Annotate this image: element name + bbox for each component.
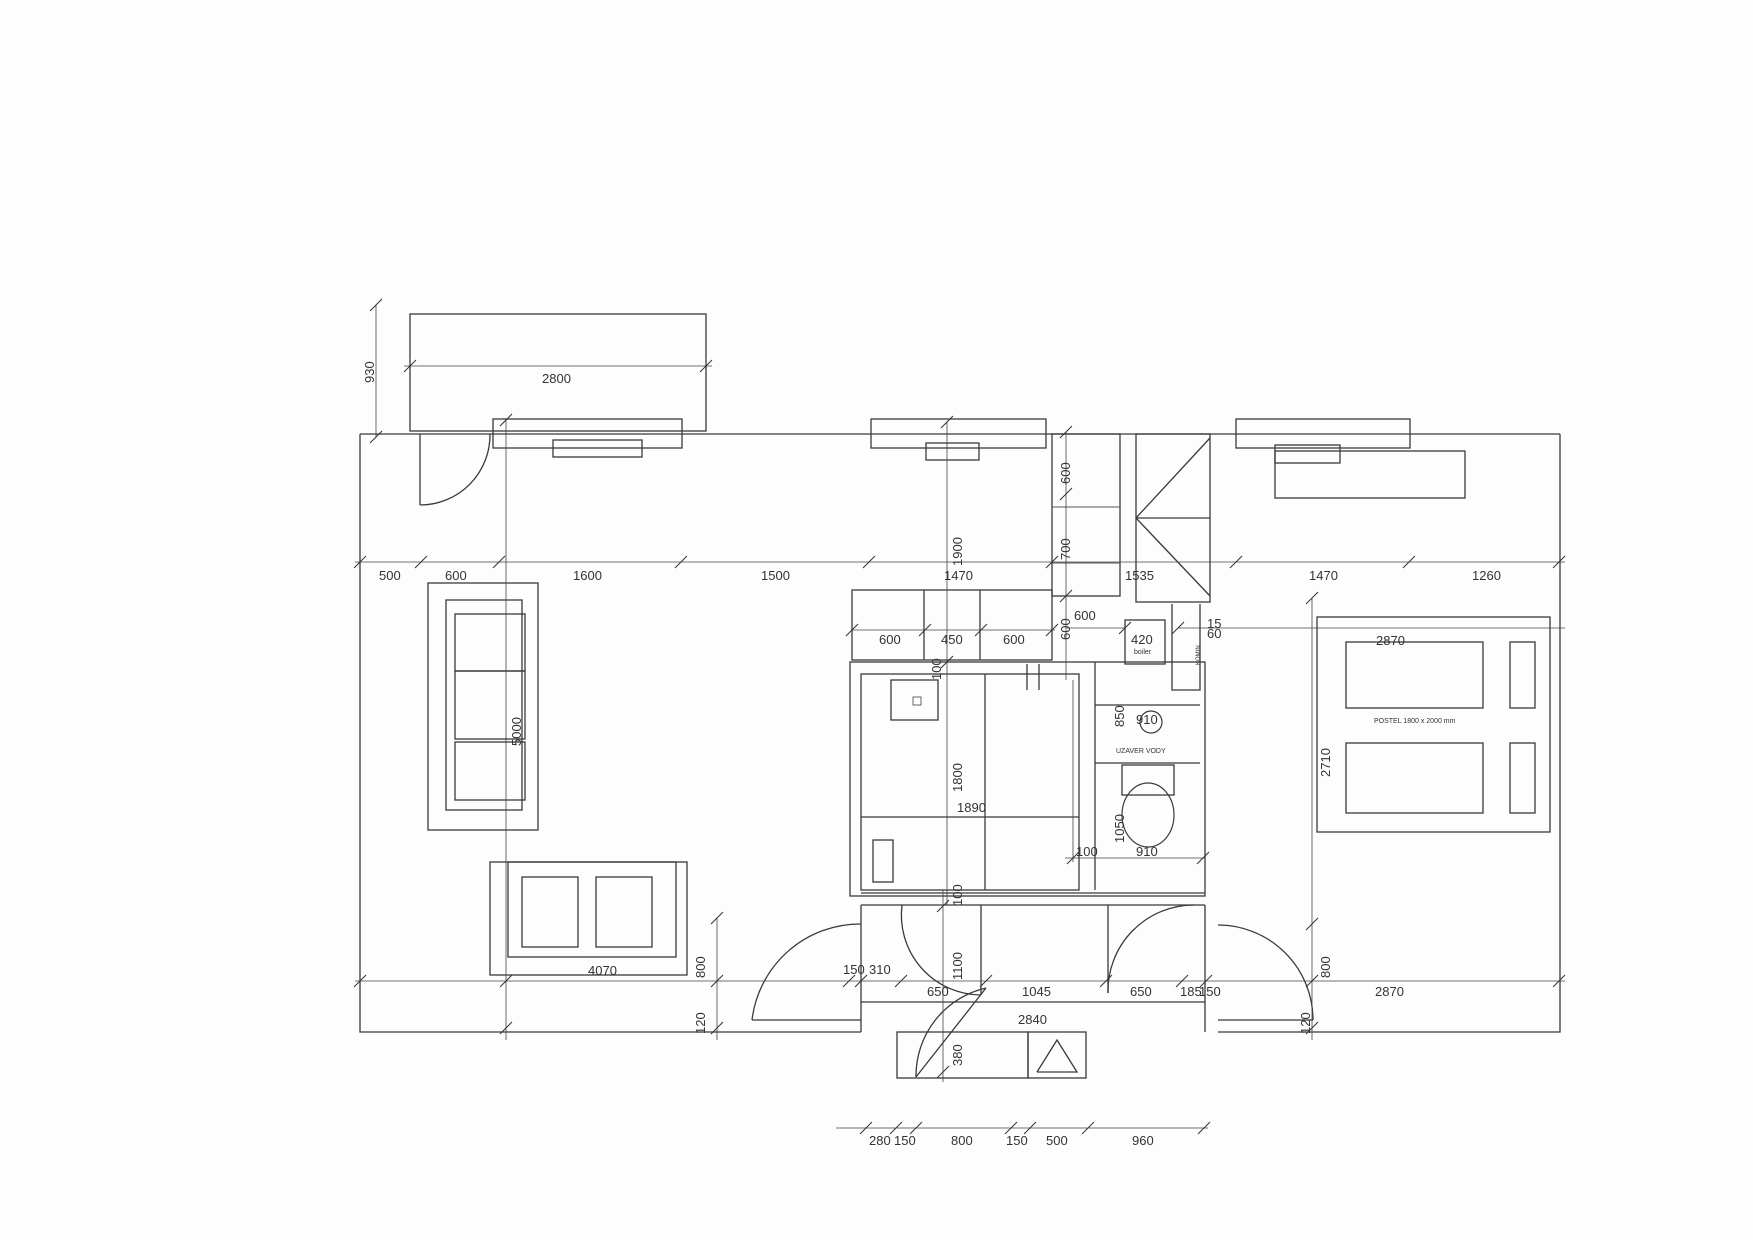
label-b960: 960 <box>1132 1133 1154 1148</box>
label-h2870b: 2870 <box>1375 984 1404 999</box>
label-h4070: 4070 <box>588 963 617 978</box>
label-v700: 700 <box>1058 538 1073 560</box>
balcony <box>369 298 713 444</box>
label-v5000: 5000 <box>509 717 524 746</box>
exterior-walls <box>359 433 1561 1033</box>
label-v380: 380 <box>950 1044 965 1066</box>
dimension-labels: 930 2800 500 600 1600 1500 1470 1535 147… <box>362 361 1501 1148</box>
label-v120a: 120 <box>693 1012 708 1034</box>
sofa-left <box>427 582 539 831</box>
label-h100: 100 <box>1076 844 1098 859</box>
label-v800a: 800 <box>693 956 708 978</box>
label-balcony-depth: 930 <box>362 361 377 383</box>
label-k600: 600 <box>879 632 901 647</box>
label-d1500: 1500 <box>761 568 790 583</box>
label-boiler: boiler <box>1134 649 1152 656</box>
bed <box>1316 616 1551 833</box>
label-v600b: 600 <box>1058 618 1073 640</box>
label-boiler-size: 420 <box>1131 632 1153 647</box>
label-v1800: 1800 <box>950 763 965 792</box>
label-h1890: 1890 <box>957 800 986 815</box>
label-h185: 185 <box>1180 984 1202 999</box>
label-h1045: 1045 <box>1022 984 1051 999</box>
label-h310: 310 <box>869 962 891 977</box>
label-d1600: 1600 <box>573 568 602 583</box>
label-v100a: 100 <box>929 658 944 680</box>
hallway <box>751 904 1314 1079</box>
label-chimney: KOMIN <box>1196 645 1202 665</box>
label-d600a: 600 <box>445 568 467 583</box>
dimension-lines <box>355 420 1565 1129</box>
label-h910b: 910 <box>1136 844 1158 859</box>
label-h2840: 2840 <box>1018 1012 1047 1027</box>
kitchen-counter <box>851 589 1053 661</box>
label-v120b: 120 <box>1298 1012 1313 1034</box>
label-v1100: 1100 <box>950 952 965 980</box>
label-d1535: 1535 <box>1125 568 1154 583</box>
label-b150a: 150 <box>894 1133 916 1148</box>
label-v1050: 1050 <box>1112 814 1127 843</box>
label-h600c: 600 <box>1074 608 1096 623</box>
sofa-bottom <box>489 861 688 976</box>
label-b800: 800 <box>951 1133 973 1148</box>
label-b500: 500 <box>1046 1133 1068 1148</box>
label-n15: 15 <box>1207 616 1221 631</box>
label-bed: POSTEL 1800 x 2000 mm <box>1374 718 1456 725</box>
label-b150b: 150 <box>1006 1133 1028 1148</box>
label-d500: 500 <box>379 568 401 583</box>
label-h650b: 650 <box>1130 984 1152 999</box>
label-v800b: 800 <box>1318 956 1333 978</box>
label-v850: 850 <box>1112 705 1127 727</box>
label-n60: 60 <box>1207 626 1221 641</box>
label-d1470a: 1470 <box>944 568 973 583</box>
label-v100b: 100 <box>950 884 965 906</box>
label-v600a: 600 <box>1058 462 1073 484</box>
label-h650a: 650 <box>927 984 949 999</box>
label-h150a: 150 <box>843 962 865 977</box>
label-v1900: 1900 <box>950 537 965 566</box>
label-h910a: 910 <box>1136 712 1158 727</box>
label-balcony-width: 2800 <box>542 371 571 386</box>
label-b280: 280 <box>869 1133 891 1148</box>
windows <box>492 418 1466 499</box>
label-k450: 450 <box>941 632 963 647</box>
label-k600b: 600 <box>1003 632 1025 647</box>
storage-column <box>1051 433 1211 603</box>
label-v2710: 2710 <box>1318 748 1333 777</box>
door-top-left <box>419 433 491 506</box>
label-bed-width: 2870 <box>1376 633 1405 648</box>
label-d1260: 1260 <box>1472 568 1501 583</box>
bathroom-block <box>849 604 1206 906</box>
label-water-shutoff: UZAVER VODY <box>1116 748 1166 755</box>
label-h150b: 150 <box>1199 984 1221 999</box>
dimension-ticks <box>353 413 1566 1135</box>
label-d1470b: 1470 <box>1309 568 1338 583</box>
